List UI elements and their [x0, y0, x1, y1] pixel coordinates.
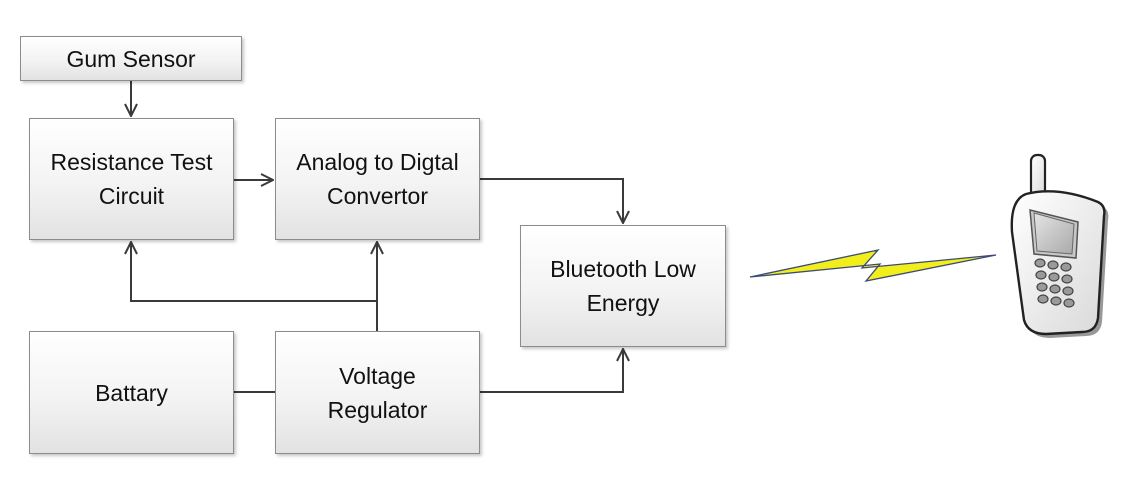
- battery-block: Battary: [29, 331, 234, 454]
- battery-label: Battary: [95, 379, 168, 406]
- resistance-test-circuit-label: Resistance Test Circuit: [50, 149, 213, 209]
- mobile-phone-icon: [1010, 153, 1109, 338]
- analog-to-digital-converter-label: Analog to Digtal Convertor: [296, 149, 459, 209]
- resistance-test-circuit-block: Resistance Test Circuit: [29, 118, 234, 240]
- gum-sensor-block: Gum Sensor: [20, 36, 242, 81]
- voltage-regulator-label: Voltage Regulator: [327, 362, 428, 423]
- analog-to-digital-converter-block: Analog to Digtal Convertor: [275, 118, 480, 240]
- arrow-adc-to-ble: [480, 178, 623, 223]
- lightning-bolt-icon: [749, 248, 997, 282]
- gum-sensor-label: Gum Sensor: [66, 45, 196, 72]
- bluetooth-low-energy-label: Bluetooth Low Energy: [550, 256, 696, 316]
- bluetooth-low-energy-block: Bluetooth Low Energy: [520, 225, 726, 347]
- arrow-regulator-to-ble: [480, 349, 623, 393]
- arrow-regulator-to-resistance: [131, 242, 377, 302]
- voltage-regulator-block: Voltage Regulator: [275, 331, 480, 454]
